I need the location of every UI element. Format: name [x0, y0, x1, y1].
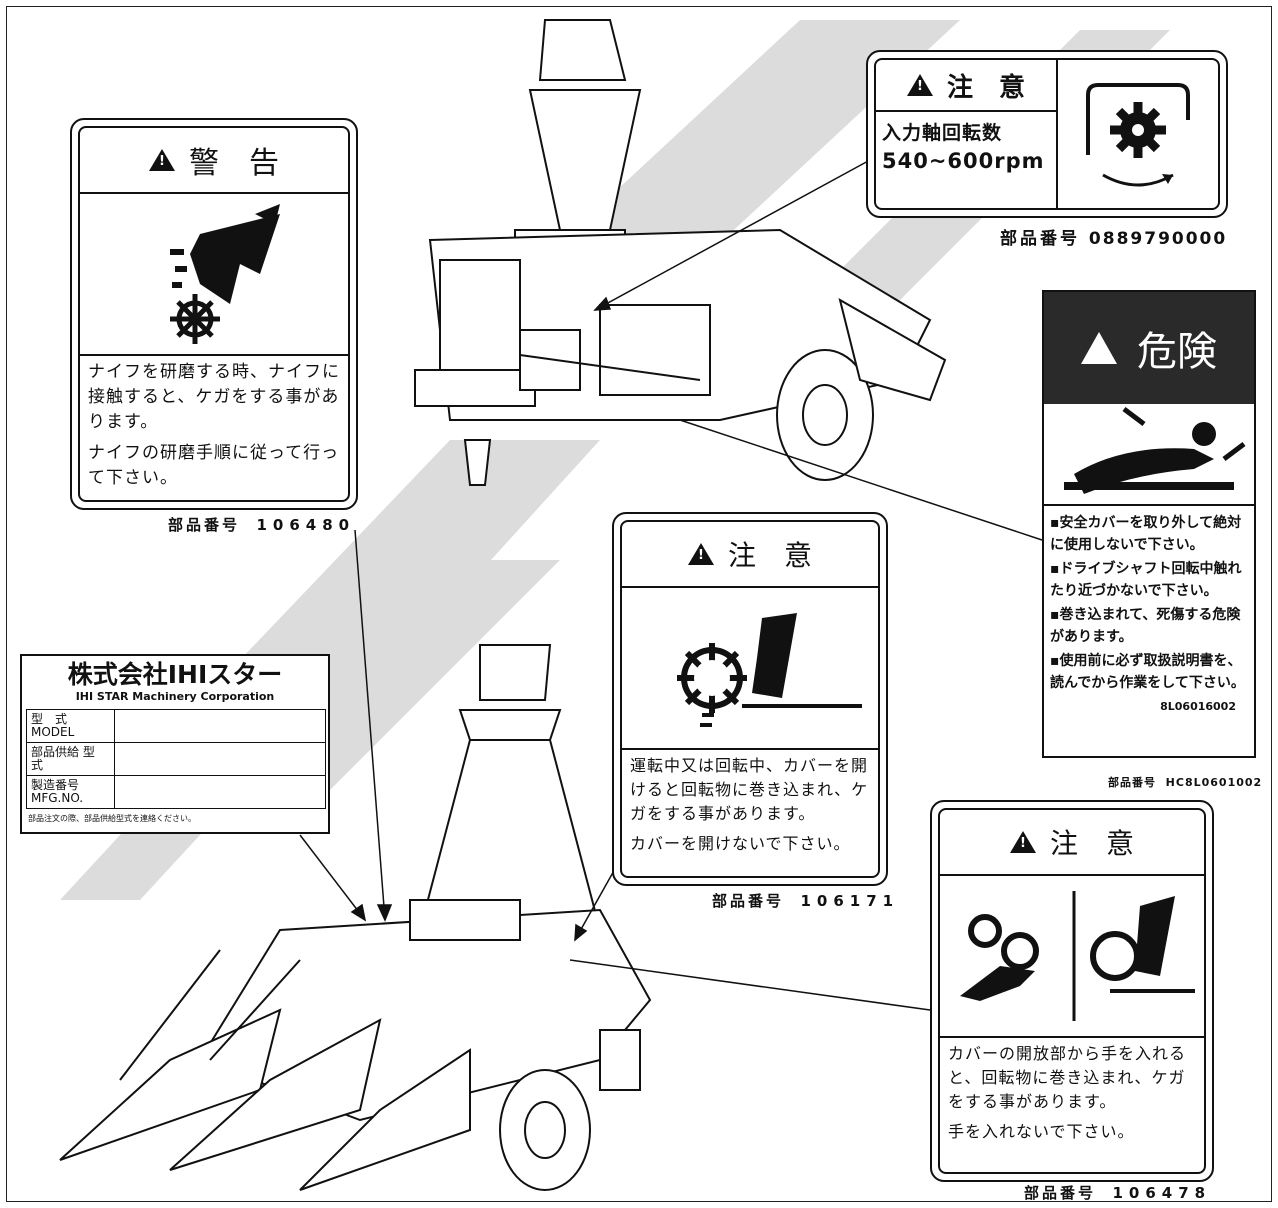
- lower-machine: [59, 644, 652, 1191]
- danger-title: 危険: [1137, 329, 1217, 375]
- danger-label-drive-shaft: 危険 ▪安全カバーを取り外して絶対に使用しないで下さい。 ▪ドライブシャフト回転…: [1042, 290, 1256, 758]
- danger-item: ▪ドライブシャフト回転中触れたり近づかないで下さい。: [1050, 561, 1242, 599]
- warning-text-2: ナイフの研磨手順に従って行って下さい。: [88, 443, 340, 488]
- roller-entanglement-pictogram: [622, 588, 878, 750]
- rotating-gear-pictogram: [1058, 60, 1218, 208]
- part-number-106171: 部品番号 106171: [712, 892, 900, 910]
- document-frame: [6, 6, 1272, 1202]
- warning-triangle-icon: [906, 74, 933, 96]
- serial-number-value-cell: [114, 775, 326, 809]
- warning-title: 警 告: [189, 146, 279, 181]
- danger-list: ▪安全カバーを取り外して絶対に使用しないで下さい。 ▪ドライブシャフト回転中触れ…: [1044, 506, 1254, 718]
- pto-speed-value: 540~600rpm: [882, 149, 1045, 173]
- caution-text-2: 手を入れないで下さい。: [948, 1122, 1135, 1141]
- caution-label-cover: 注 意 運転中又は回転中、カバーを開けると回転物に巻き込まれ、ケガをする事があり…: [612, 512, 888, 886]
- manufacturer-nameplate: 株式会社IHIスター IHI STAR Machinery Corporatio…: [20, 654, 330, 834]
- caution-title: 注 意: [727, 539, 812, 572]
- leader-lines: [299, 159, 1043, 1011]
- caution-title: 注 意: [946, 72, 1025, 103]
- knife-hand-pictogram: [80, 194, 348, 356]
- warning-label-knife: 警 告 ナイフを研磨する時、ナイフに接触すると、ケガをする事があります。 ナイフ…: [70, 118, 358, 510]
- danger-triangle-icon: [1081, 332, 1117, 364]
- caution-text-1: 運転中又は回転中、カバーを開けると回転物に巻き込まれ、ケガをする事があります。: [630, 756, 869, 823]
- part-number-106478: 部品番号 106478: [1024, 1184, 1212, 1202]
- warning-triangle-icon: [149, 149, 175, 171]
- danger-item: ▪安全カバーを取り外して絶対に使用しないで下さい。: [1050, 515, 1242, 553]
- gear-hand-pictogram: [940, 876, 1204, 1038]
- part-number-hc8l0601002: 部品番号 HC8L0601002: [1108, 776, 1263, 789]
- danger-item: ▪巻き込まれて、死傷する危険があります。: [1050, 607, 1241, 645]
- company-name: 株式会社IHIスター: [67, 660, 283, 689]
- nameplate-note: 部品注文の際、部品供給型式を連絡ください。: [28, 814, 196, 823]
- company-name-english: IHI STAR Machinery Corporation: [75, 690, 275, 703]
- entanglement-pictogram: [1044, 404, 1254, 506]
- table-row: 部品供給 型 式: [26, 742, 326, 776]
- caution-label-pto: 注 意 入力軸回転数 540~600rpm: [866, 50, 1228, 218]
- caution-text-2: カバーを開けないで下さい。: [630, 834, 851, 853]
- warning-triangle-icon: [687, 543, 714, 565]
- upper-machine: [414, 19, 947, 486]
- part-number-0889790000: 部品番号 0889790000: [1000, 229, 1228, 249]
- caution-title: 注 意: [1049, 827, 1134, 860]
- supply-model-value-cell: [114, 742, 326, 776]
- model-value-cell: [114, 709, 326, 743]
- danger-label-code: 8L06016002: [1160, 700, 1236, 713]
- warning-text-1: ナイフを研磨する時、ナイフに接触すると、ケガをする事があります。: [88, 362, 340, 432]
- caution-text-1: カバーの開放部から手を入れると、回転物に巻き込まれ、ケガをする事があります。: [948, 1044, 1187, 1111]
- part-number-106480: 部品番号 106480: [168, 516, 356, 534]
- danger-item: ▪使用前に必ず取扱説明書を、読んでから作業をして下さい。: [1050, 653, 1245, 691]
- warning-triangle-icon: [1009, 831, 1036, 853]
- pto-speed-heading: 入力軸回転数: [882, 122, 1003, 144]
- caution-label-hand: 注 意 カバーの開放部から手を入れると、回転物に巻き込まれ、ケガをする事がありま…: [930, 800, 1214, 1182]
